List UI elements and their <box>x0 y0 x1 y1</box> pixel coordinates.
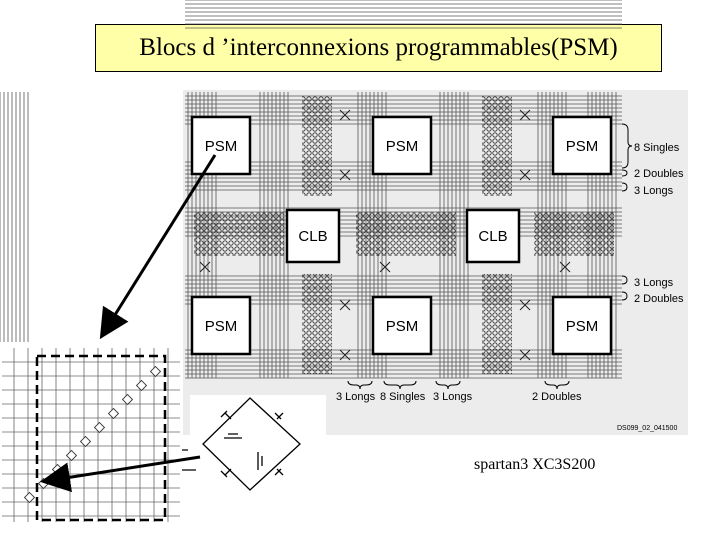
label-2-doubles-mid: 2 Doubles <box>634 293 684 305</box>
psm-block: PSM <box>551 115 613 176</box>
zoom-arrow <box>99 154 217 340</box>
svg-text:CLB: CLB <box>478 228 507 245</box>
switch-marks <box>199 109 571 361</box>
vertical-wires <box>0 91 617 379</box>
clb-block: CLB <box>285 208 341 264</box>
svg-text:PSM: PSM <box>566 138 599 155</box>
label-2-doubles-top: 2 Doubles <box>634 168 684 180</box>
psm-block: PSM <box>371 295 433 356</box>
title-box: Blocs d ’interconnexions programmables(P… <box>95 24 662 72</box>
slide-title: Blocs d ’interconnexions programmables(P… <box>139 34 618 61</box>
label-bottom-2-doubles: 2 Doubles <box>532 391 582 403</box>
bottom-braces <box>347 380 570 390</box>
psm-block: PSM <box>190 295 252 356</box>
svg-text:PSM: PSM <box>205 318 238 335</box>
svg-text:PSM: PSM <box>386 318 419 335</box>
label-bottom-8-singles: 8 Singles <box>380 391 426 403</box>
label-8-singles: 8 Singles <box>634 142 680 154</box>
svg-text:PSM: PSM <box>205 138 238 155</box>
right-braces <box>621 123 633 301</box>
label-3-longs-top: 3 Longs <box>634 185 674 197</box>
switch-dot-clusters <box>194 96 614 374</box>
svg-text:CLB: CLB <box>298 228 327 245</box>
svg-text:PSM: PSM <box>566 318 599 335</box>
label-bottom-3-longs-left: 3 Longs <box>336 391 376 403</box>
svg-text:PSM: PSM <box>386 138 419 155</box>
figure-code: DS099_02_041500 <box>617 425 677 432</box>
psm-block: PSM <box>190 115 252 176</box>
label-3-longs-mid: 3 Longs <box>634 277 674 289</box>
switch-element-detail <box>182 395 326 495</box>
label-bottom-3-longs-right: 3 Longs <box>433 391 473 403</box>
switch-arrow <box>40 455 201 493</box>
clb-block: CLB <box>465 208 521 264</box>
psm-block: PSM <box>551 295 613 356</box>
horizontal-wires <box>184 0 623 379</box>
psm-zoom-detail <box>0 342 183 527</box>
device-caption: spartan3 XC3S200 <box>474 456 596 473</box>
psm-block: PSM <box>371 115 433 176</box>
